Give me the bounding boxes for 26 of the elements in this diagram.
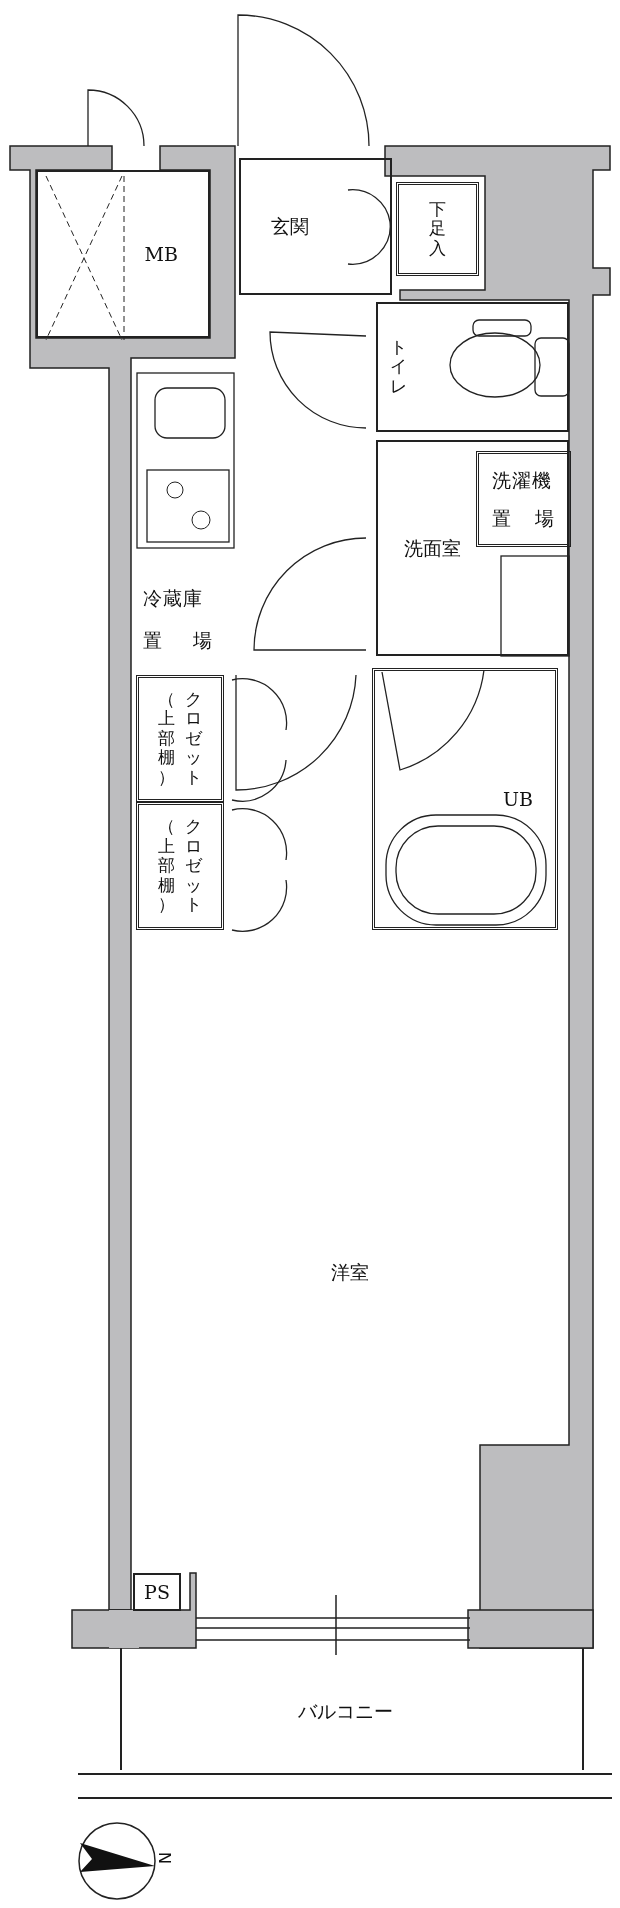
meter-box-room	[36, 170, 210, 338]
washer-space	[476, 451, 571, 547]
washroom	[376, 440, 569, 656]
room-label: 洋室	[331, 1261, 369, 1284]
compass-label: N	[156, 1852, 172, 1864]
room-label: PS	[144, 1580, 170, 1604]
room-label: （上部棚）	[157, 689, 175, 788]
bathroom-unit	[372, 668, 558, 930]
room-label: クロゼット	[185, 689, 203, 788]
entrance-room	[239, 158, 392, 295]
pipe-space	[133, 1573, 181, 1611]
room-label: 玄関	[271, 215, 309, 238]
room-label: トイレ	[390, 337, 408, 397]
room-label: 下足入	[428, 199, 447, 259]
room-label: 洗面室	[404, 536, 461, 560]
room-label: クロゼット	[185, 817, 203, 915]
room-label: MB	[144, 242, 178, 266]
closet	[136, 802, 224, 930]
room-label: UB	[503, 787, 533, 811]
toilet-room	[376, 302, 569, 432]
area-label: 冷蔵庫置場	[143, 586, 213, 653]
room-label: バルコニー	[297, 1699, 393, 1723]
room-label: 洗濯機置場	[492, 468, 555, 531]
room-label: （上部棚）	[157, 817, 175, 915]
shoe-cabinet	[396, 182, 479, 276]
closet	[136, 675, 224, 802]
